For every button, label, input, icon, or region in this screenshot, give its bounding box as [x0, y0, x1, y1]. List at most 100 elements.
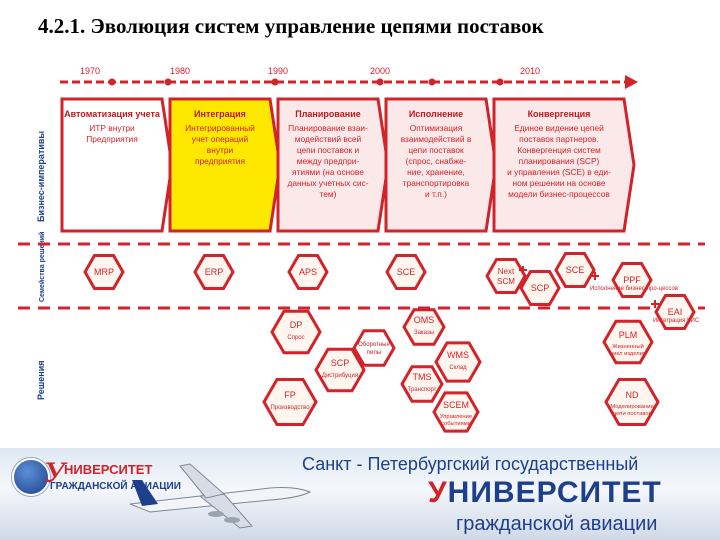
- stage-line: Оптимизация: [410, 123, 463, 133]
- family-hexagon: APS: [287, 254, 329, 290]
- stage-title: Интеграция: [194, 109, 246, 119]
- family-label: Next: [498, 267, 515, 276]
- solution-code: TMS: [413, 372, 432, 382]
- globe-icon: [12, 458, 50, 496]
- stage-line: и управления (SCE) в еди-: [507, 167, 611, 177]
- stage-line: данных учетных сис-: [287, 178, 368, 188]
- stage-line: взаимодействий в: [401, 134, 472, 144]
- stage-line: Конвергенция систем: [517, 145, 601, 155]
- family-note: Исполнение бизнес-про-цессов: [590, 286, 678, 292]
- solution-code: WMS: [447, 350, 469, 360]
- row-label-family: Семейства решений: [38, 232, 46, 302]
- logo-word: НИВЕРСИТЕТ: [64, 462, 153, 477]
- row-label-solutions: Решения: [36, 360, 46, 400]
- family-label: EAI: [668, 307, 683, 317]
- solution-hexagon: FP Производство: [262, 378, 318, 426]
- stage-line: внутри: [207, 145, 234, 155]
- solution-code: DP: [290, 320, 303, 330]
- family-label: PPF: [623, 275, 641, 285]
- solution-desc: Заказы: [414, 330, 434, 336]
- family-hexagon: SCE: [385, 254, 427, 290]
- stage-title: Конвергенция: [528, 109, 591, 119]
- logo-subtitle: ГРАЖДАНСКОЙ АВИАЦИИ: [50, 481, 181, 492]
- stage-line: ние, хранение,: [407, 167, 465, 177]
- stage-title: Автоматизация учета: [64, 109, 161, 119]
- stage-line: цепи поставок и: [297, 145, 360, 155]
- family-hexagon: ERP: [193, 254, 235, 290]
- year-label: 1970: [80, 66, 100, 76]
- solution-desc: цикл изделия: [610, 351, 646, 357]
- solution-desc: Спрос: [287, 335, 304, 341]
- stage-line: тем): [320, 189, 337, 199]
- solution-desc: Дистрибуция: [322, 373, 358, 379]
- stage-line: Предприятия: [86, 134, 138, 144]
- family-note: Интеграция КИС: [653, 318, 700, 324]
- year-label: 2010: [520, 66, 540, 76]
- family-label: APS: [299, 267, 317, 277]
- stage-line: между предпри-: [297, 156, 360, 166]
- solution-desc: Управление: [440, 414, 472, 420]
- solution-desc: Транспорт: [408, 387, 437, 393]
- solution-code: SCP: [331, 358, 350, 368]
- family-label: SCE: [397, 267, 416, 277]
- stage-line: поставок партнеров.: [519, 134, 599, 144]
- solution-hexagon: WMS Склад: [434, 341, 482, 383]
- family-label: SCE: [566, 265, 585, 275]
- stage-line: цепи поставок: [408, 145, 464, 155]
- family-label: SCM: [497, 277, 515, 286]
- university-city: Санкт - Петербургский государственный: [302, 454, 639, 474]
- stage-line: планирования (SCP): [519, 156, 600, 166]
- stage-line: (спрос, снабже-: [406, 156, 467, 166]
- logo-letter: У: [44, 456, 65, 489]
- stage-title: Исполнение: [409, 109, 463, 119]
- stage-arrow: [384, 97, 498, 233]
- family-label: SCP: [531, 283, 550, 293]
- solution-desc: Жизненный: [612, 343, 643, 350]
- stage-line: транспортировка: [403, 178, 470, 188]
- family-label: MRP: [94, 267, 114, 277]
- family-hexagon: MRP: [83, 254, 125, 290]
- stage-line: Единое видение цепей: [514, 123, 604, 133]
- stage-line: ятиями (на основе: [292, 167, 364, 177]
- solution-desc: цепи поставок: [613, 411, 652, 417]
- scm-evolution-diagram: 1970 1980 1990 2000 2010 Бизнес-императи…: [18, 66, 705, 433]
- stage-line: предприятия: [195, 156, 245, 166]
- university-word: УНИВЕРСИТЕТ: [428, 476, 662, 510]
- solution-desc: пилы: [367, 350, 381, 356]
- solution-desc: Производство: [270, 405, 310, 411]
- stage-line: модействий всей: [295, 134, 362, 144]
- family-label: ERP: [205, 267, 224, 277]
- family-hexagon: EAI: [654, 294, 696, 330]
- stage-line: модели бизнес-процессов: [508, 189, 610, 199]
- stage-line: учет операций: [192, 134, 249, 144]
- solution-code: FP: [284, 390, 296, 400]
- year-label: 1990: [268, 66, 288, 76]
- family-hexagon: SCP: [519, 270, 561, 306]
- stage-line: ном решении на основе: [512, 178, 605, 188]
- family-hexagon: SCE: [554, 252, 596, 288]
- solution-hexagon: DP Спрос: [270, 309, 322, 355]
- university-word-rest: НИВЕРСИТЕТ: [447, 476, 662, 509]
- row-label-business: Бизнес-императивы: [36, 131, 46, 222]
- year-label: 1980: [170, 66, 190, 76]
- solution-hexagon: SCP Дистрибуция: [314, 347, 366, 393]
- solution-desc: Склад: [449, 365, 467, 371]
- stage-line: ИТР внутри: [89, 123, 135, 133]
- solution-desc: Моделирование: [610, 404, 653, 410]
- stage-arrow: [276, 97, 390, 233]
- stage-line: Планирование взаи-: [288, 123, 368, 133]
